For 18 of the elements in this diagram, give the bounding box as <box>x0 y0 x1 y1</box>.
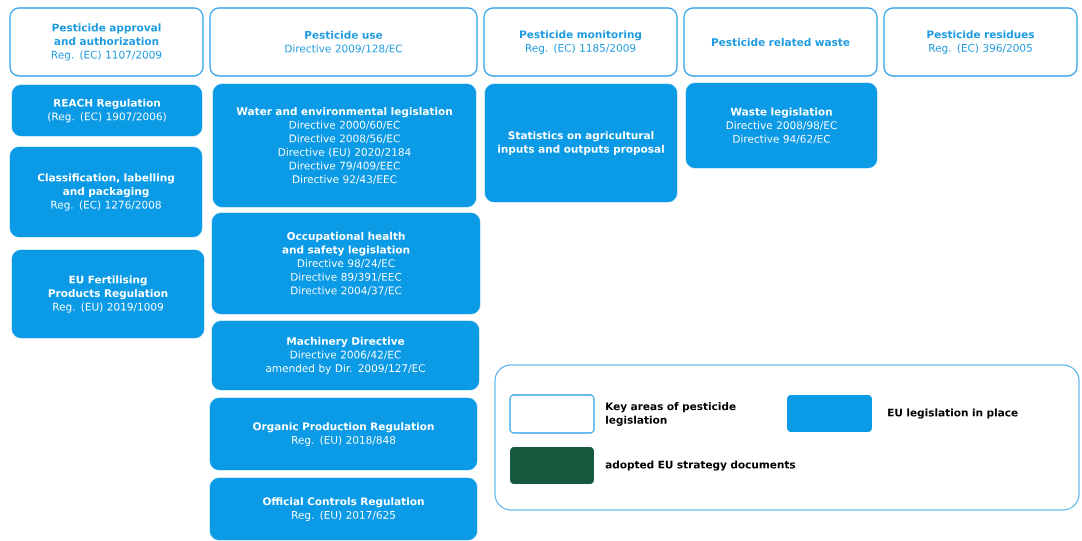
legislation-box: Machinery Directive Directive 2006/42/EC amended by Dir. 2009/127/EC <box>211 320 480 391</box>
legislation-box: REACH Regulation (Reg. (EC) 1907/2006) <box>11 84 203 137</box>
legislation-box: Occupational health and safety legislation Directive 98/24/EC Directive 89/391/EEC Directive 2004/37/EC <box>211 212 481 315</box>
topic-box: Pesticide use Directive 2009/128/EC <box>209 7 478 77</box>
topic-box: Pesticide residues Reg. (EC) 396/2005 <box>883 7 1078 77</box>
legislation-box: Water and environmental legislation Directive 2000/60/EC Directive 2008/56/EC Directive (EU) 2020/2184 Directive 79/409/EEC Directive 92/43/EEC <box>212 83 477 208</box>
topic-box: Pesticide monitoring Reg. (EC) 1185/2009 <box>483 7 678 77</box>
legend-label: Key areas of pesticide legislation <box>606 402 736 426</box>
legislation-box: Official Controls Regulation Reg. (EU) 2017/625 <box>209 477 478 541</box>
legend-label: adopted EU strategy documents <box>605 460 796 471</box>
legislation-box: EU Fertilising Products Regulation Reg. (EU) 2019/1009 <box>11 249 205 339</box>
legislation-box: Statistics on agricultural inputs and outputs proposal <box>484 83 678 203</box>
topic-box: Pesticide approval and authorization Reg. (EC) 1107/2009 <box>9 7 204 77</box>
legislation-box: Classification, labelling and packaging Reg. (EC) 1276/2008 <box>9 146 203 238</box>
legislation-box: Organic Production Regulation Reg. (EU) 2018/848 <box>209 397 478 471</box>
legislation-box: Waste legislation Directive 2008/98/EC Directive 94/62/EC <box>685 82 878 169</box>
legend-label: EU legislation in place <box>888 408 1018 419</box>
topic-box: Pesticide related waste <box>683 7 878 77</box>
